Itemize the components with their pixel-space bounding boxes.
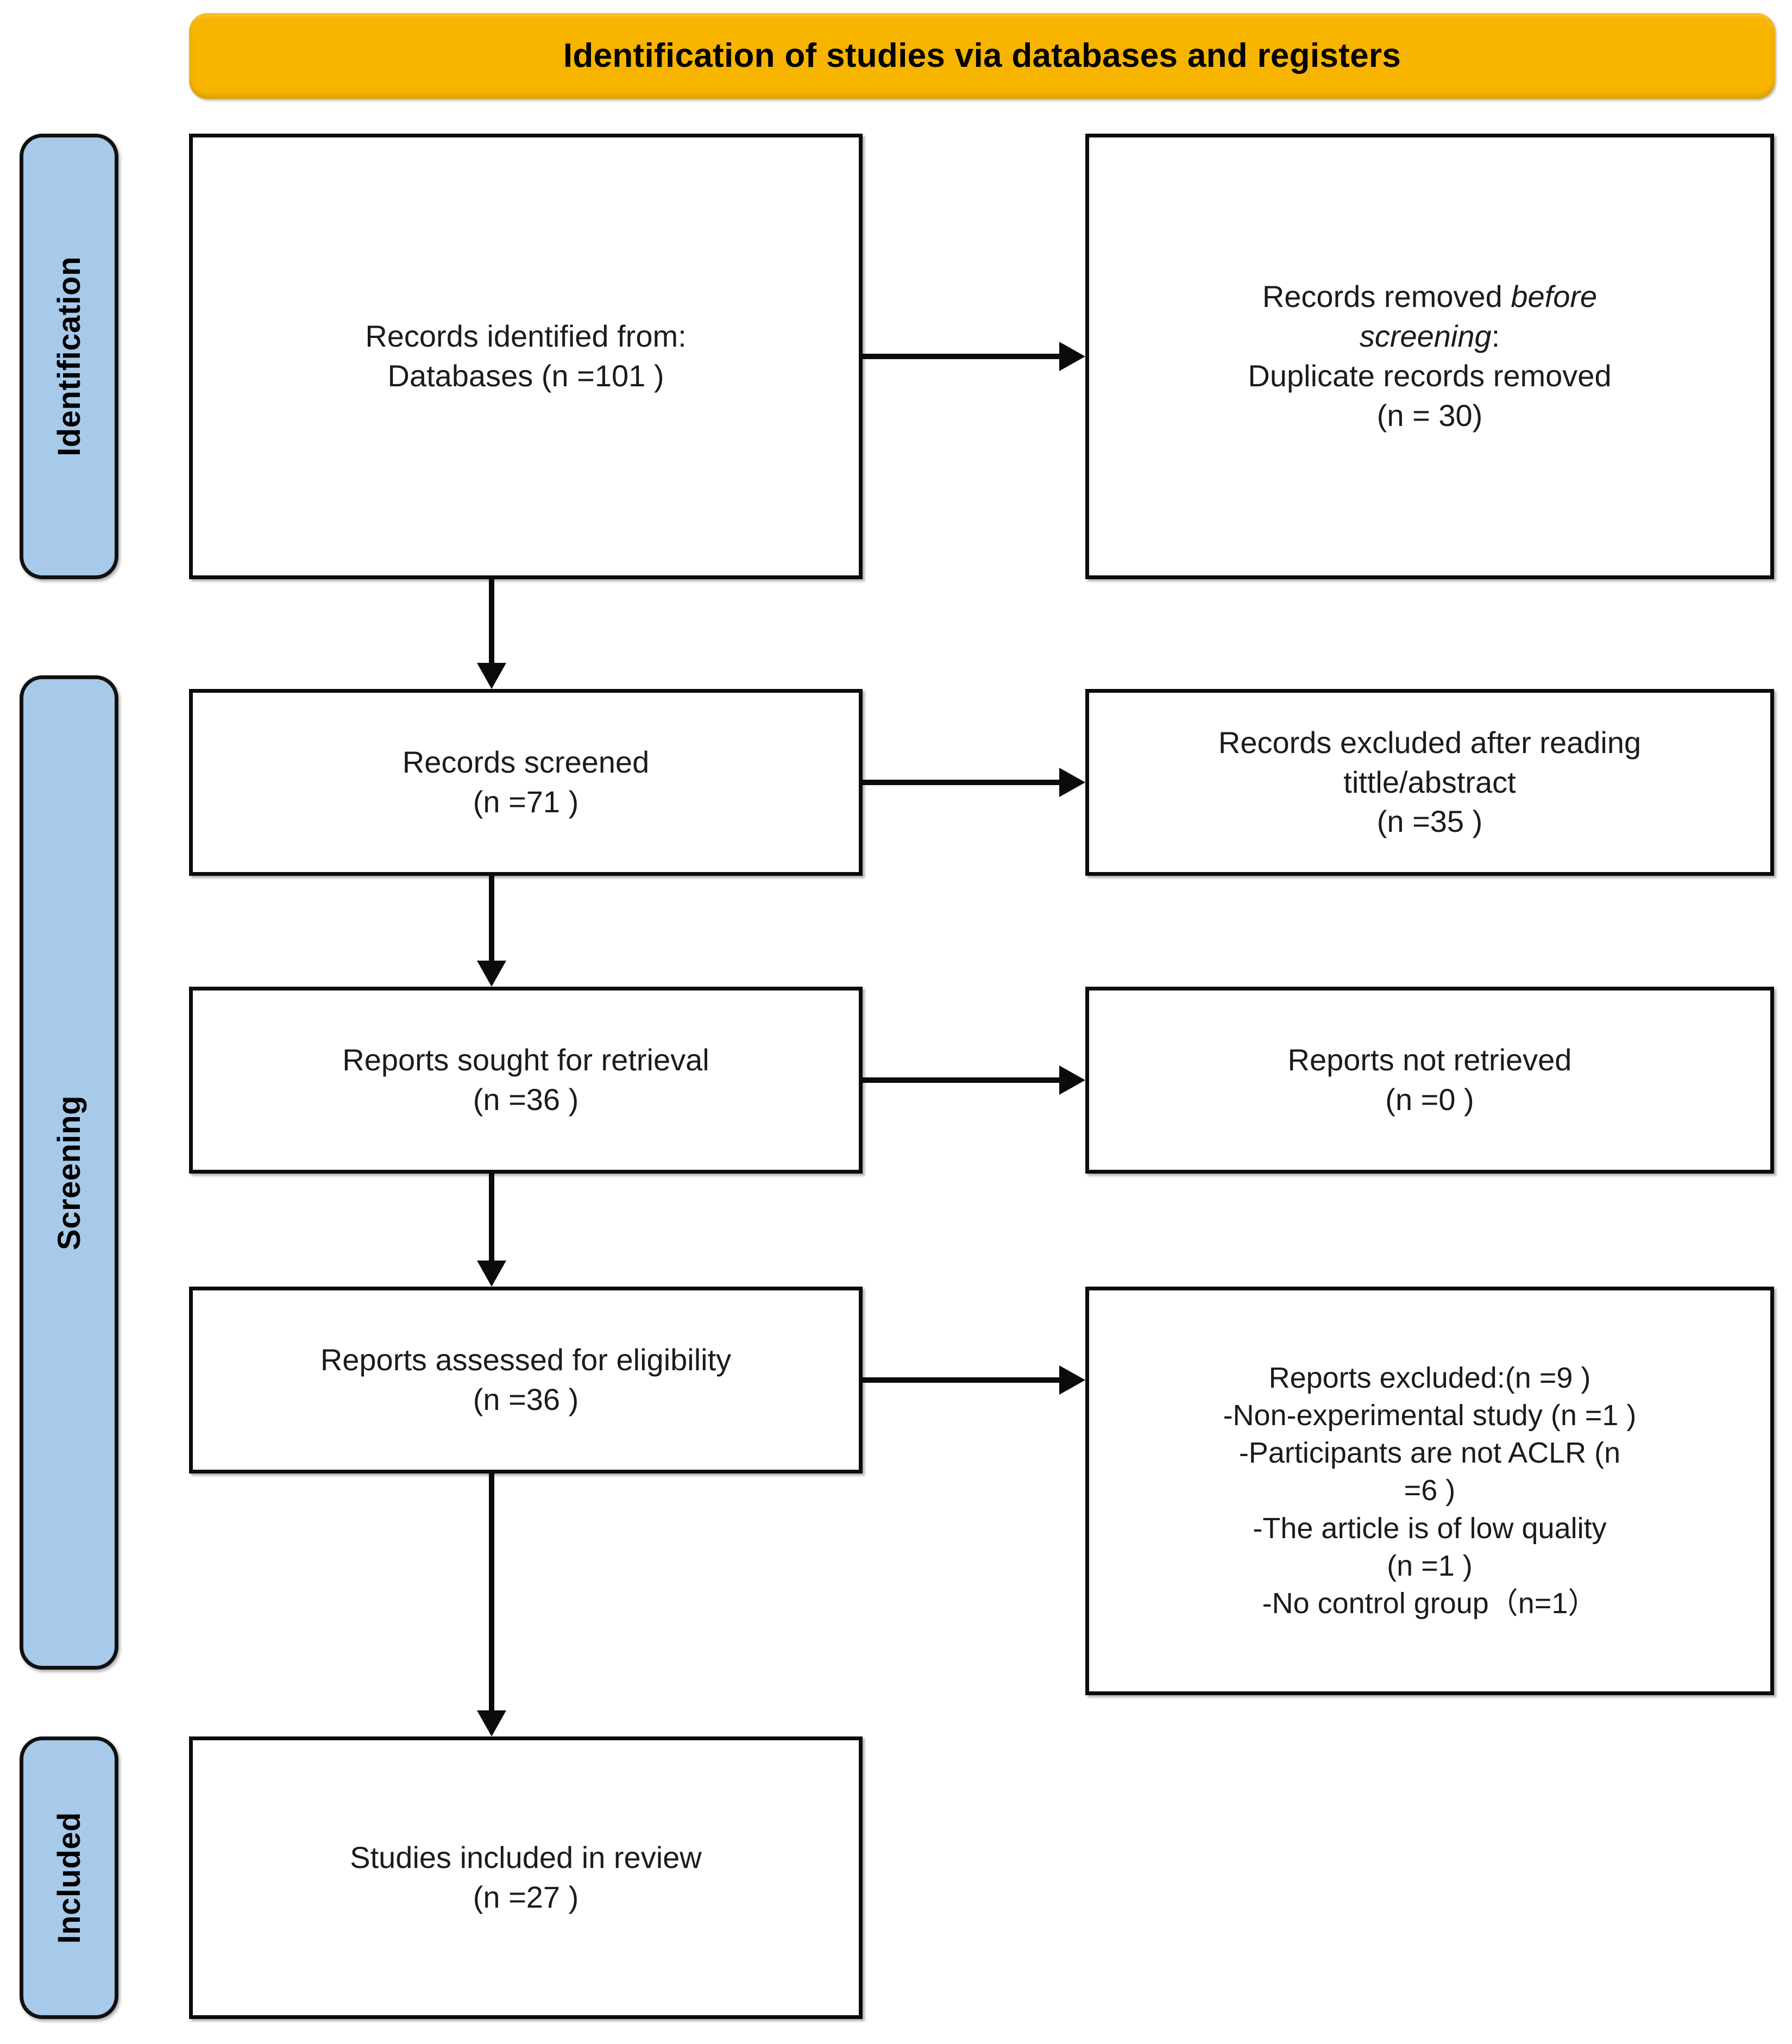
stage-label-screening-text: Screening — [51, 1095, 87, 1250]
box-records-identified: Records identified from: Databases (n =1… — [189, 134, 863, 579]
arrow-down-icon — [477, 1261, 506, 1287]
records-removed-line-2: screening: — [1103, 317, 1756, 356]
records-removed-italic-before: before — [1511, 279, 1598, 314]
records-removed-line-3: Duplicate records removed — [1248, 359, 1612, 393]
studies-included-line-2: (n =27 ) — [473, 1880, 579, 1914]
records-removed-line-1: Records removed before — [1103, 277, 1756, 317]
connector-identified-to-screened — [489, 579, 494, 663]
box-reports-not-retrieved: Reports not retrieved (n =0 ) — [1085, 987, 1774, 1174]
box-records-removed-before-screening: Records removed before screening: Duplic… — [1085, 134, 1774, 579]
studies-included-line-1: Studies included in review — [350, 1840, 702, 1875]
reports-assessed-line-2: (n =36 ) — [473, 1382, 579, 1416]
connector-identified-to-removed — [863, 354, 1059, 359]
arrow-right-icon — [1059, 768, 1085, 797]
connector-sought-to-not-retrieved — [863, 1077, 1059, 1083]
records-excluded-ta-line-1: Records excluded after reading — [1218, 725, 1642, 760]
reports-not-retrieved-line-1: Reports not retrieved — [1287, 1043, 1572, 1077]
stage-label-included-text: Included — [51, 1811, 87, 1944]
stage-label-identification: Identification — [20, 134, 118, 579]
arrow-down-icon — [477, 663, 506, 689]
box-records-screened: Records screened (n =71 ) — [189, 689, 863, 876]
page-title: Identification of studies via databases … — [563, 36, 1401, 74]
records-screened-line-1: Records screened — [402, 745, 650, 780]
reports-not-retrieved-line-2: (n =0 ) — [1385, 1082, 1474, 1117]
records-excluded-ta-line-2: tittle/abstract — [1343, 764, 1516, 799]
box-studies-included-in-review: Studies included in review (n =27 ) — [189, 1736, 863, 2019]
arrow-down-icon — [477, 1710, 506, 1736]
stage-label-identification-text: Identification — [51, 256, 87, 456]
arrow-down-icon — [477, 961, 506, 987]
reports-excluded-line-7: -No control group（n=1） — [1262, 1587, 1598, 1620]
box-reports-sought-for-retrieval: Reports sought for retrieval (n =36 ) — [189, 987, 863, 1174]
arrow-right-icon — [1059, 1365, 1085, 1395]
reports-excluded-line-5: -The article is of low quality — [1253, 1512, 1607, 1545]
reports-excluded-line-4: =6 ) — [1404, 1474, 1456, 1507]
records-removed-prefix: Records removed — [1262, 279, 1511, 314]
box-records-excluded-title-abstract: Records excluded after reading tittle/ab… — [1085, 689, 1774, 876]
reports-excluded-line-1: Reports excluded:(n =9 ) — [1268, 1362, 1591, 1395]
records-identified-line-2: Databases (n =101 ) — [387, 359, 664, 393]
records-identified-line-1: Records identified from: — [365, 319, 687, 354]
box-reports-excluded-reasons: Reports excluded:(n =9 ) -Non-experiment… — [1085, 1287, 1774, 1695]
records-removed-colon: : — [1491, 319, 1500, 354]
arrow-right-icon — [1059, 342, 1085, 371]
connector-assessed-to-included — [489, 1474, 494, 1710]
arrow-right-icon — [1059, 1065, 1085, 1095]
diagram-header-banner: Identification of studies via databases … — [189, 13, 1775, 99]
stage-label-included: Included — [20, 1736, 118, 2019]
connector-screened-to-sought — [489, 876, 494, 961]
connector-assessed-to-excluded-reports — [863, 1377, 1059, 1383]
reports-sought-line-2: (n =36 ) — [473, 1082, 579, 1117]
records-removed-italic-screening: screening — [1359, 319, 1492, 354]
stage-label-screening: Screening — [20, 675, 118, 1670]
connector-sought-to-assessed — [489, 1174, 494, 1261]
connector-screened-to-excluded-ta — [863, 780, 1059, 785]
records-excluded-ta-line-3: (n =35 ) — [1376, 804, 1483, 839]
reports-excluded-line-2: -Non-experimental study (n =1 ) — [1223, 1399, 1637, 1432]
reports-excluded-line-3: -Participants are not ACLR (n — [1238, 1437, 1621, 1470]
reports-excluded-line-6: (n =1 ) — [1387, 1549, 1473, 1582]
reports-assessed-line-1: Reports assessed for eligibility — [320, 1343, 732, 1377]
records-removed-line-4: (n = 30) — [1376, 398, 1483, 432]
reports-sought-line-1: Reports sought for retrieval — [342, 1043, 709, 1077]
records-screened-line-2: (n =71 ) — [473, 785, 579, 819]
box-reports-assessed-for-eligibility: Reports assessed for eligibility (n =36 … — [189, 1287, 863, 1474]
